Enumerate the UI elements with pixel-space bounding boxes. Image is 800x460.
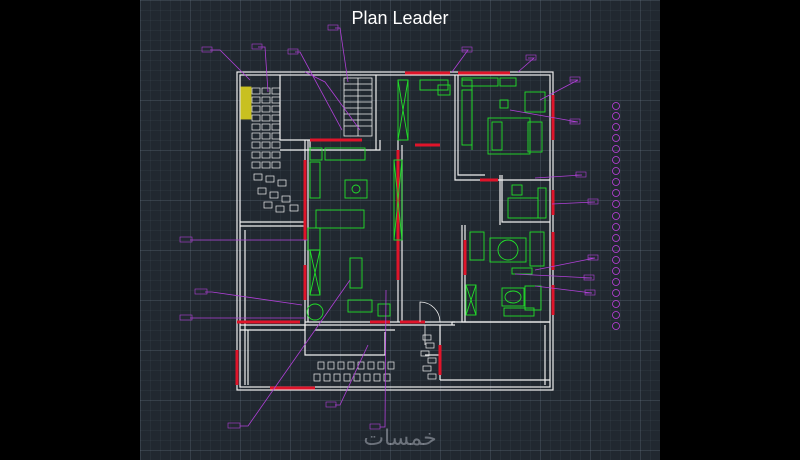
cad-drawing-viewport[interactable]: Plan Leader [140,0,660,460]
floor-plan [179,24,620,430]
leader-tags [179,24,599,430]
outer-wall [236,71,554,391]
furniture [240,77,547,321]
parking-spaces [251,87,437,382]
reference-balloons [612,102,620,330]
leader-lines [190,27,596,428]
watermark-logo: خمسات [363,426,437,451]
doors-windows [235,71,555,390]
drawing-title: Plan Leader [351,8,449,28]
